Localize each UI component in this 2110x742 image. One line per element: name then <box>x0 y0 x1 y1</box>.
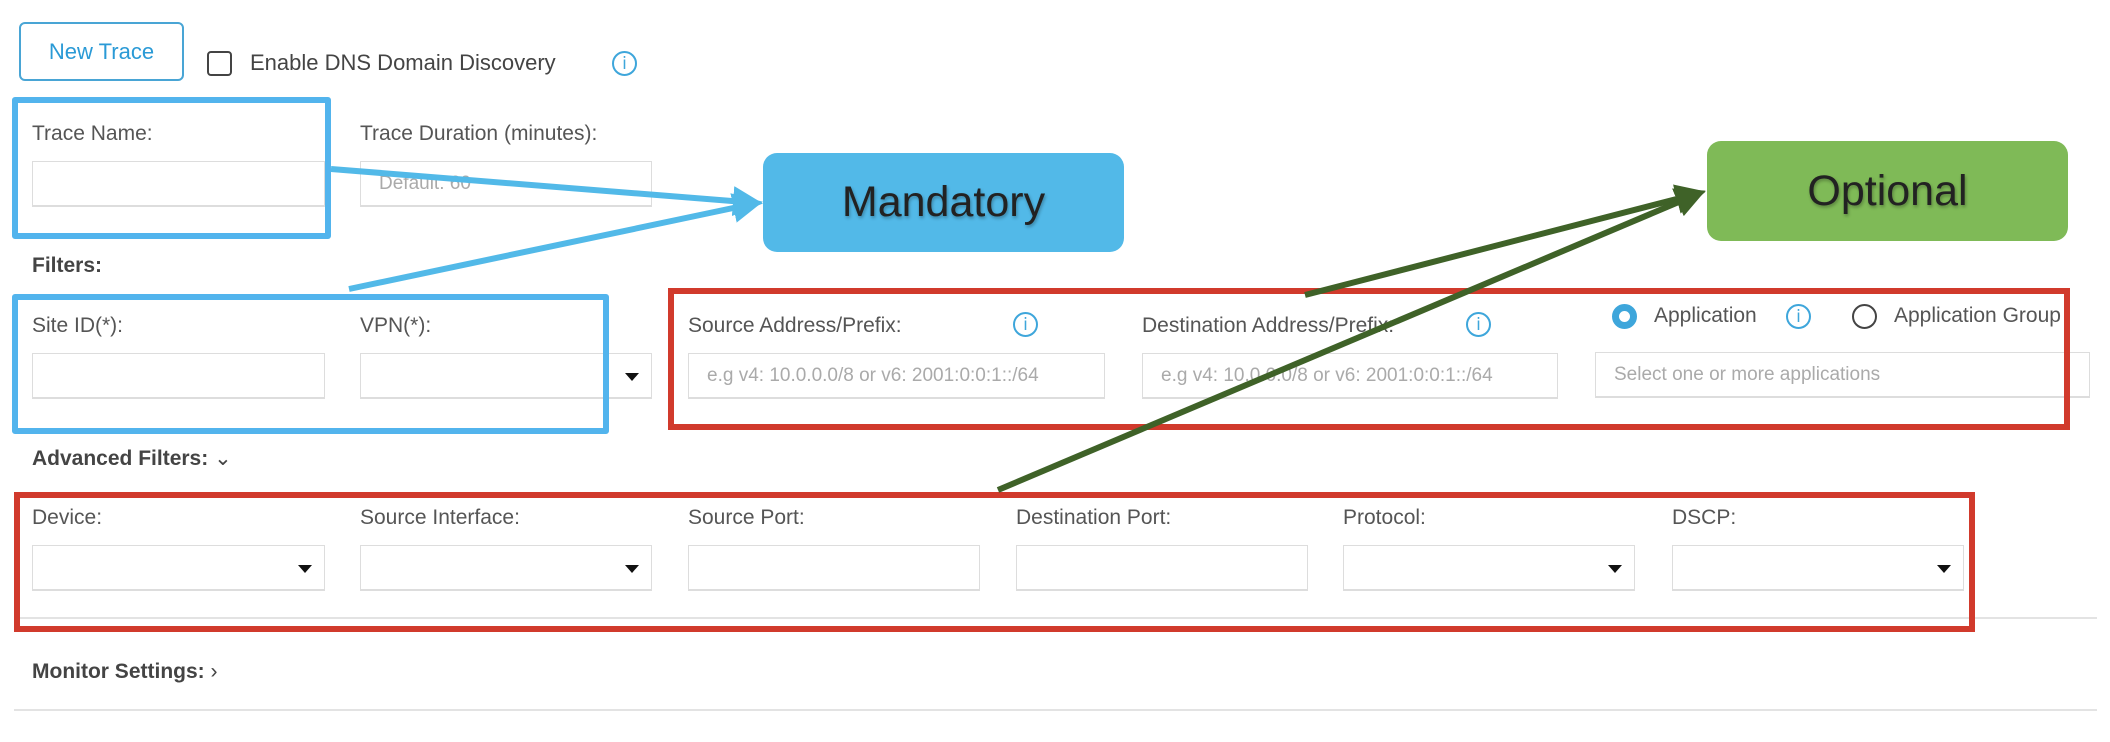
application-radio[interactable] <box>1612 304 1637 329</box>
advanced-filters-heading: Advanced Filters: <box>32 447 209 470</box>
application-group-radio-label: Application Group <box>1894 304 2061 327</box>
dscp-label: DSCP: <box>1672 506 1737 529</box>
mandatory-callout: Mandatory <box>763 153 1124 252</box>
applications-select[interactable]: Select one or more applications <box>1595 352 2090 398</box>
vpn-label: VPN(*): <box>360 314 432 337</box>
info-icon[interactable]: i <box>612 51 637 76</box>
optional-highlight-box <box>14 492 1975 632</box>
site-id-input[interactable] <box>32 353 325 399</box>
device-select[interactable] <box>32 545 325 591</box>
protocol-label: Protocol: <box>1343 506 1426 529</box>
destination-port-label: Destination Port: <box>1016 506 1172 529</box>
divider <box>14 617 2097 619</box>
optional-arrow <box>1304 184 1706 298</box>
filters-heading: Filters: <box>32 254 103 277</box>
dns-discovery-label: Enable DNS Domain Discovery <box>250 50 556 75</box>
source-port-input[interactable] <box>688 545 980 591</box>
info-icon[interactable]: i <box>1466 312 1491 337</box>
divider <box>14 709 2097 711</box>
source-port-label: Source Port: <box>688 506 805 529</box>
trace-name-label: Trace Name: <box>32 122 153 145</box>
chevron-down-icon: ⌄ <box>214 447 232 470</box>
optional-highlight-box <box>668 288 2070 430</box>
source-interface-select[interactable] <box>360 545 652 591</box>
dscp-select[interactable] <box>1672 545 1964 591</box>
application-radio-label: Application <box>1654 304 1757 327</box>
advanced-filters-toggle[interactable]: Advanced Filters: ⌄ <box>32 446 232 471</box>
source-address-label: Source Address/Prefix: <box>688 314 902 337</box>
mandatory-arrow <box>348 193 763 292</box>
chevron-right-icon: › <box>204 660 218 683</box>
destination-port-input[interactable] <box>1016 545 1308 591</box>
info-icon[interactable]: i <box>1013 312 1038 337</box>
trace-name-input[interactable] <box>32 161 325 207</box>
monitor-settings-heading: Monitor Settings: <box>32 660 205 683</box>
info-icon[interactable]: i <box>1786 304 1811 329</box>
new-trace-button[interactable]: New Trace <box>19 22 184 81</box>
source-address-input[interactable]: e.g v4: 10.0.0.0/8 or v6: 2001:0:0:1::/6… <box>688 353 1105 399</box>
monitor-settings-toggle[interactable]: Monitor Settings: › <box>32 660 217 684</box>
device-label: Device: <box>32 506 103 529</box>
optional-arrow <box>996 188 1706 493</box>
optional-callout: Optional <box>1707 141 2068 241</box>
mandatory-arrow <box>330 166 763 217</box>
mandatory-highlight-box <box>12 97 331 239</box>
site-id-label: Site ID(*): <box>32 314 124 337</box>
dns-discovery-checkbox[interactable] <box>207 51 232 76</box>
application-group-radio[interactable] <box>1852 304 1877 329</box>
trace-duration-label: Trace Duration (minutes): <box>360 122 598 145</box>
source-interface-label: Source Interface: <box>360 506 520 529</box>
destination-address-label: Destination Address/Prefix: <box>1142 314 1395 337</box>
destination-address-input[interactable]: e.g v4: 10.0.0.0/8 or v6: 2001:0:0:1::/6… <box>1142 353 1558 399</box>
protocol-select[interactable] <box>1343 545 1635 591</box>
mandatory-highlight-box <box>12 294 609 434</box>
